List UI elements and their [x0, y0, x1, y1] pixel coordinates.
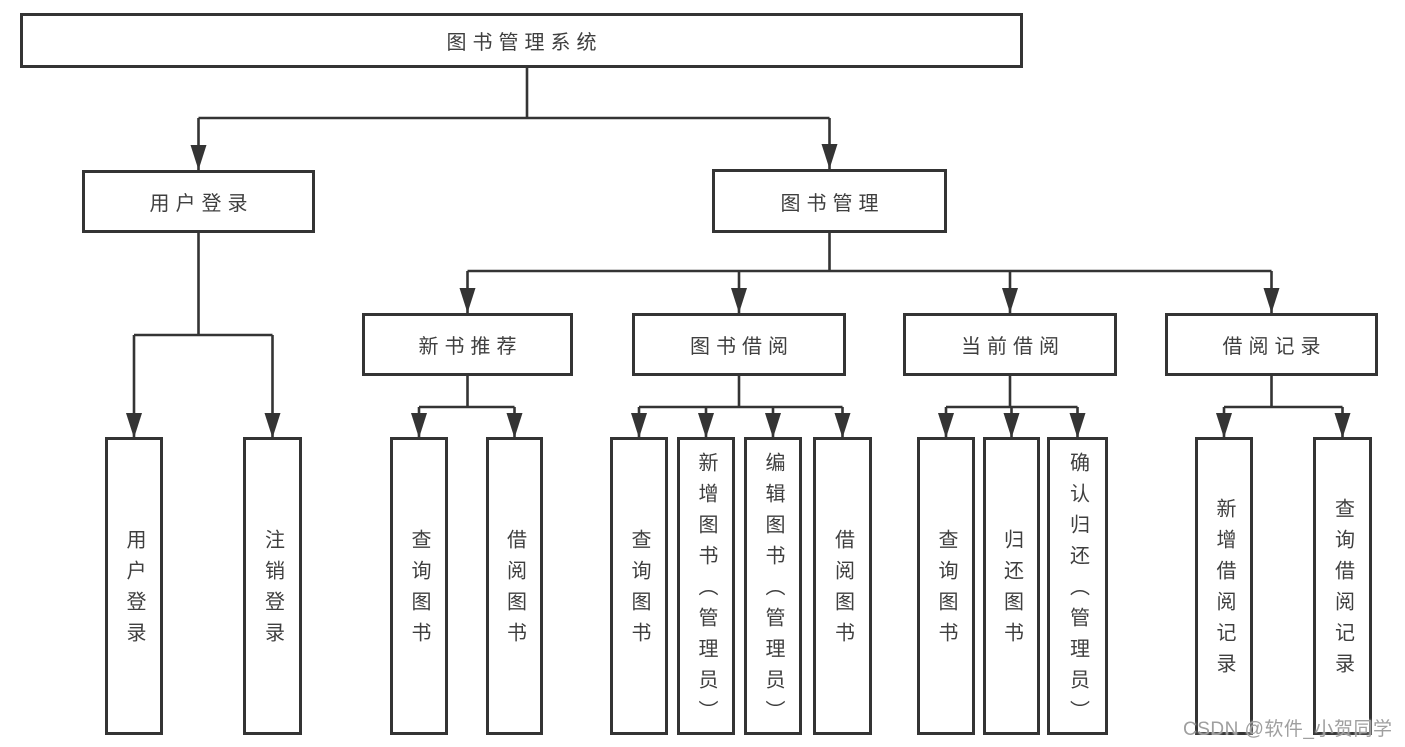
node-book-management-label: 图书管理	[780, 192, 885, 215]
leaf-current-query-books: 查询图书	[917, 437, 975, 735]
leaf-borrow-add-books-admin-label: 新增图书（管理员）	[695, 451, 717, 731]
leaf-current-return-books: 归还图书	[983, 437, 1040, 735]
connector-borrow-spine	[639, 376, 843, 409]
leaf-records-add-borrow-record: 新增借阅记录	[1195, 437, 1253, 735]
leaf-borrow-borrow-books: 借阅图书	[813, 437, 872, 735]
csdn-watermark: CSDN @软件_小贺同学	[1183, 719, 1393, 740]
leaf-borrow-query-books-label: 查询图书	[628, 529, 650, 653]
leaf-borrow-borrow-books-label: 借阅图书	[831, 529, 854, 653]
node-current-borrow-label: 当前借阅	[961, 336, 1065, 358]
connector-mgmt-spine	[467, 233, 1272, 273]
node-book-borrow-label: 图书借阅	[690, 336, 794, 358]
leaf-records-query-borrow-record-label: 查询借阅记录	[1331, 498, 1354, 684]
connector-root-spine	[198, 68, 830, 120]
leaf-records-add-borrow-record-label: 新增借阅记录	[1213, 498, 1235, 684]
node-current-borrow: 当前借阅	[903, 313, 1117, 376]
connector-group	[126, 68, 1351, 438]
leaf-recommend-query-books: 查询图书	[390, 437, 448, 735]
leaf-recommend-borrow-books: 借阅图书	[486, 437, 543, 735]
leaf-recommend-query-books-label: 查询图书	[408, 529, 430, 653]
node-user-login: 用户登录	[82, 170, 315, 233]
node-new-book-recommend-label: 新书推荐	[418, 336, 523, 358]
node-new-book-recommend: 新书推荐	[362, 313, 573, 376]
leaf-logout: 注销登录	[243, 437, 302, 735]
leaf-user-login: 用户登录	[105, 437, 163, 735]
leaf-current-confirm-return-admin: 确认归还（管理员）	[1047, 437, 1108, 735]
node-book-management: 图书管理	[712, 169, 947, 233]
connector-recommend-spine	[419, 376, 515, 409]
node-root-system-label: 图书管理系统	[446, 32, 603, 54]
leaf-logout-label: 注销登录	[261, 529, 284, 653]
leaf-borrow-edit-books-admin-label: 编辑图书（管理员）	[762, 451, 784, 731]
node-book-borrow: 图书借阅	[632, 313, 846, 376]
connector-records-spine	[1224, 376, 1343, 409]
leaf-borrow-query-books: 查询图书	[610, 437, 668, 735]
leaf-recommend-borrow-books-label: 借阅图书	[503, 529, 526, 653]
leaf-records-query-borrow-record: 查询借阅记录	[1313, 437, 1372, 735]
leaf-borrow-add-books-admin: 新增图书（管理员）	[677, 437, 735, 735]
node-user-login-label: 用户登录	[149, 193, 254, 215]
node-root-system: 图书管理系统	[20, 13, 1023, 68]
connector-current-spine	[946, 376, 1078, 409]
connector-login-spine	[134, 233, 273, 337]
leaf-current-return-books-label: 归还图书	[1000, 529, 1023, 653]
leaf-current-confirm-return-admin-label: 确认归还（管理员）	[1066, 451, 1089, 731]
leaf-borrow-edit-books-admin: 编辑图书（管理员）	[744, 437, 802, 735]
leaf-user-login-label: 用户登录	[123, 529, 145, 653]
node-borrow-records-label: 借阅记录	[1222, 336, 1327, 358]
leaf-current-query-books-label: 查询图书	[935, 529, 957, 653]
node-borrow-records: 借阅记录	[1165, 313, 1378, 376]
